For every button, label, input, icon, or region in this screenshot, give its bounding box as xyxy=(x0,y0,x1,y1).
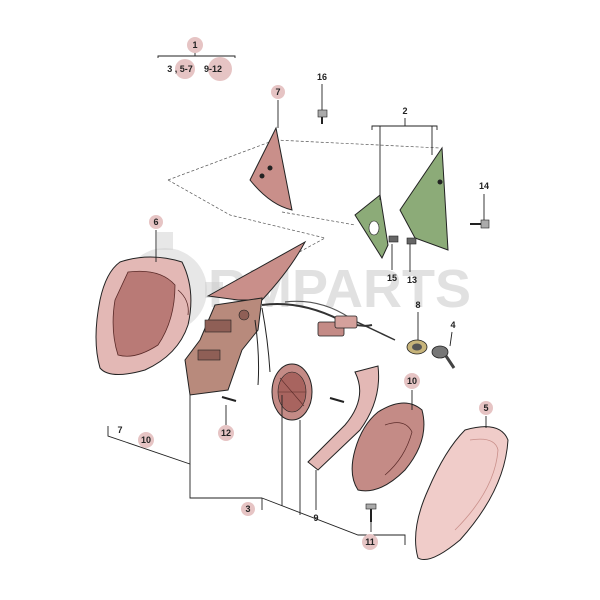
callout-15: 15 xyxy=(387,273,397,283)
part-6-mirror-housing xyxy=(95,256,192,375)
part-2-seal-panels xyxy=(354,146,449,260)
callout-1-label: 1 xyxy=(192,40,197,50)
callout-14: 14 xyxy=(479,181,489,191)
callouts: 1 3 , 5-7 9-12 16 7 2 14 6 xyxy=(117,37,493,550)
callout-14-label: 14 xyxy=(479,181,489,191)
callout-11: 11 xyxy=(362,534,378,550)
callout-16: 16 xyxy=(317,72,327,82)
callout-1-sub-a-label: 3 , 5-7 xyxy=(167,64,193,74)
callout-13-label: 13 xyxy=(407,275,417,285)
actuator-motor xyxy=(271,363,313,421)
callout-7-bottom: 7 xyxy=(117,425,122,435)
callout-12-label: 12 xyxy=(221,428,231,438)
cable-harness xyxy=(261,300,396,341)
callout-9: 9 xyxy=(313,513,318,523)
callout-2-label: 2 xyxy=(402,106,407,116)
screw-11 xyxy=(365,503,377,522)
callout-7-top-label: 7 xyxy=(275,87,280,97)
callout-4: 4 xyxy=(450,320,455,330)
callout-10-right: 10 xyxy=(404,373,420,389)
callout-4-label: 4 xyxy=(450,320,455,330)
callout-6-label: 6 xyxy=(153,217,158,227)
leader-lines xyxy=(107,50,487,545)
callout-5: 5 xyxy=(479,401,493,415)
part-3-mirror-bracket xyxy=(184,297,271,396)
callout-11-label: 11 xyxy=(365,537,375,547)
callout-7-bottom-label: 7 xyxy=(117,425,122,435)
callout-13: 13 xyxy=(407,275,417,285)
clip-13 xyxy=(406,237,417,245)
callout-10-right-label: 10 xyxy=(407,376,417,386)
screw-14 xyxy=(470,219,490,229)
callout-7-top: 7 xyxy=(271,85,285,99)
clip-15 xyxy=(388,235,399,243)
callout-9-label: 9 xyxy=(313,513,318,523)
screw-12b xyxy=(329,397,345,403)
callout-10-left-label: 10 xyxy=(141,435,151,445)
callout-8-label: 8 xyxy=(415,300,420,310)
callout-12: 12 xyxy=(218,425,234,441)
part-5-mirror-glass xyxy=(415,426,509,560)
assembly-guides xyxy=(167,139,441,291)
callout-10-left: 10 xyxy=(138,432,154,448)
callout-3-label: 3 xyxy=(245,504,250,514)
grommet-8 xyxy=(406,339,428,355)
callout-8: 8 xyxy=(415,300,420,310)
part-4-adjuster xyxy=(431,345,456,369)
callout-15-label: 15 xyxy=(387,273,397,283)
callout-2: 2 xyxy=(402,106,407,116)
callout-16-label: 16 xyxy=(317,72,327,82)
part-10-lower-cover xyxy=(351,402,425,492)
callout-6: 6 xyxy=(149,215,163,229)
part-9-trim-strip xyxy=(307,365,380,471)
callout-5-label: 5 xyxy=(483,403,488,413)
screw-12 xyxy=(221,396,237,402)
callout-1-sub-b: 9-12 xyxy=(204,57,232,81)
screw-16 xyxy=(317,109,328,124)
callout-1-sub-b-label: 9-12 xyxy=(204,64,222,74)
callout-1-sub-a: 3 , 5-7 xyxy=(167,59,195,79)
callout-1: 1 xyxy=(187,37,203,53)
part-7-top-cover xyxy=(249,126,293,211)
callout-3: 3 xyxy=(241,502,255,516)
